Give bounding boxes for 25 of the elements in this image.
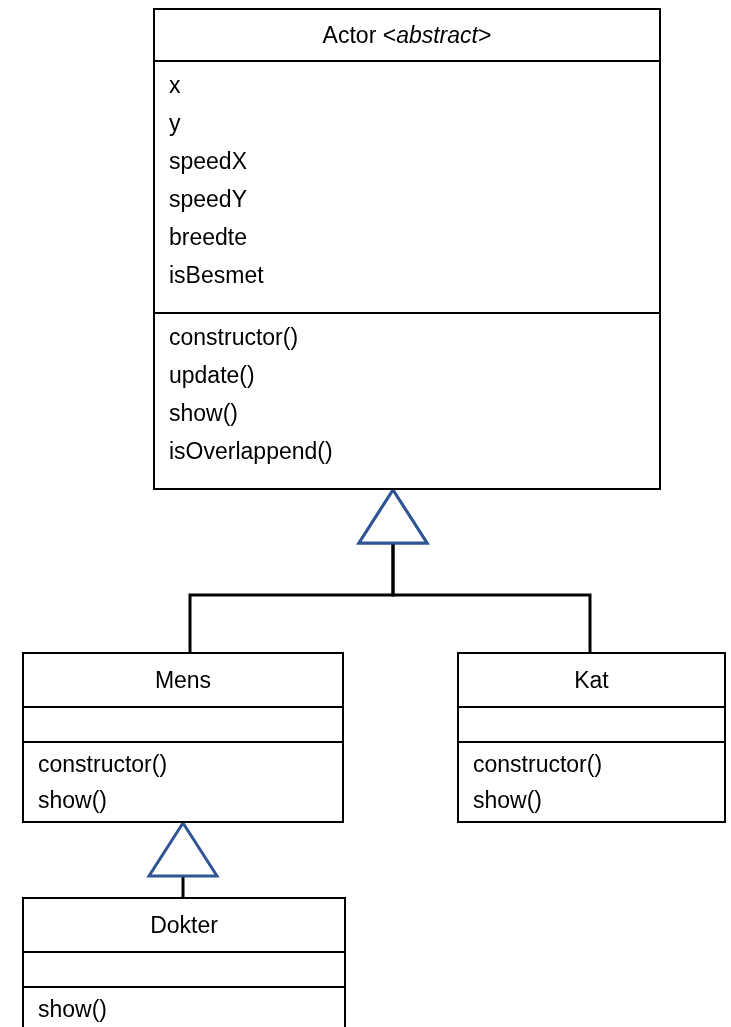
method-text: constructor() (169, 323, 299, 352)
method-text: show() (38, 786, 107, 815)
attribute-text: x (169, 71, 181, 100)
attribute-text: speedX (169, 147, 247, 176)
method-text: isOverlappend() (169, 437, 333, 466)
method-text: constructor() (38, 750, 168, 779)
method-text: update() (169, 361, 255, 390)
method-text: show() (473, 786, 542, 815)
class-box (153, 8, 661, 490)
class-name: Mens (154, 666, 212, 694)
attribute-text: isBesmet (169, 261, 264, 290)
inheritance-arrow (147, 821, 219, 897)
class-box (22, 652, 344, 823)
attribute-text: speedY (169, 185, 247, 214)
method-text: constructor() (473, 750, 603, 779)
class-name: Dokter (150, 911, 218, 939)
class-box (457, 652, 726, 823)
method-text: show() (38, 995, 107, 1024)
attribute-text: breedte (169, 223, 247, 252)
inheritance-arrow (357, 488, 592, 652)
method-text: show() (169, 399, 238, 428)
attribute-text: y (169, 109, 181, 138)
class-name: Kat (574, 666, 609, 694)
class-name: Actor <abstract> (322, 21, 492, 49)
class-box (22, 897, 346, 1027)
